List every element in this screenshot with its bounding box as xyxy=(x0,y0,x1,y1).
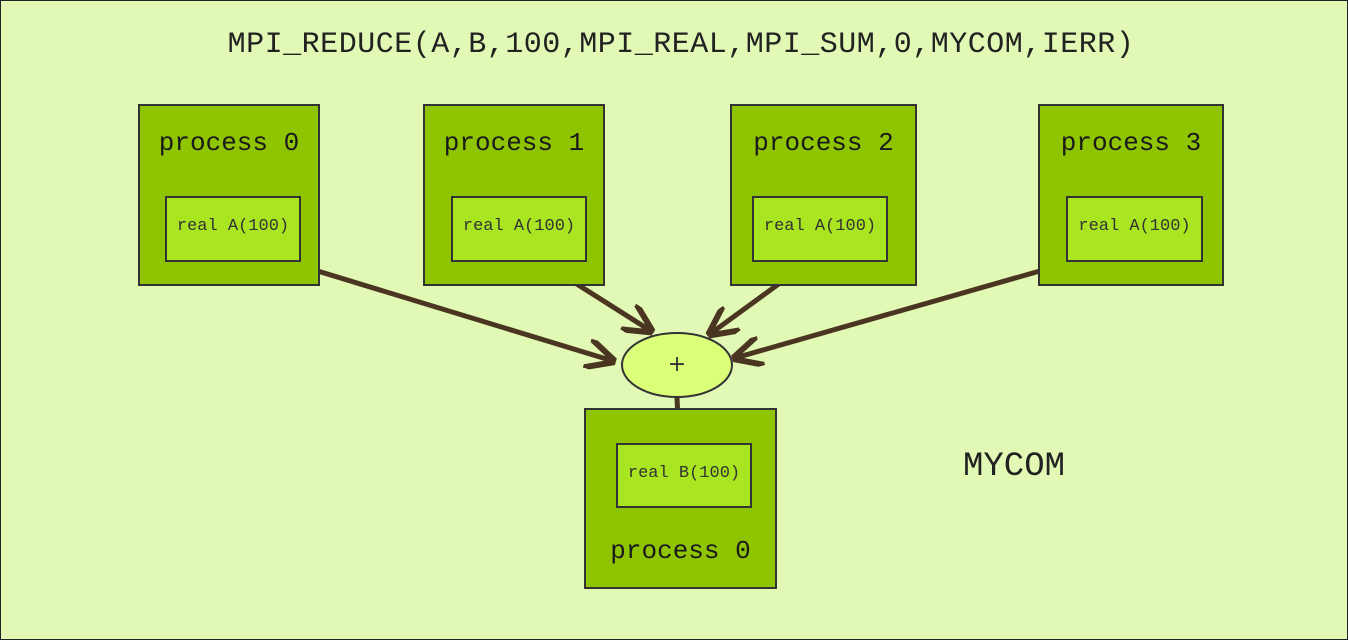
variable-box: real A(100) xyxy=(451,196,587,262)
result-variable-box: real B(100) xyxy=(616,443,752,508)
sender-process-2: process 2 real A(100) xyxy=(730,104,917,286)
variable-box: real A(100) xyxy=(165,196,301,262)
root-process: real B(100) process 0 xyxy=(584,408,777,589)
process-label: process 2 xyxy=(753,128,894,158)
sender-process-3: process 3 real A(100) xyxy=(1038,104,1224,286)
sum-operator-label: + xyxy=(667,352,687,377)
process-label: process 3 xyxy=(1060,128,1202,158)
diagram-title: MPI_REDUCE(A,B,100,MPI_REAL,MPI_SUM,0,MY… xyxy=(227,28,1135,62)
process-label: process 0 xyxy=(158,128,300,158)
communicator-label: MYCOM xyxy=(963,448,1066,486)
process-label: process 0 xyxy=(610,536,751,566)
sum-operator-node xyxy=(621,332,733,398)
variable-box: real A(100) xyxy=(1066,196,1203,262)
process-label: process 1 xyxy=(443,128,585,158)
sender-process-1: process 1 real A(100) xyxy=(423,104,605,286)
sender-process-0: process 0 real A(100) xyxy=(138,104,320,286)
variable-box: real A(100) xyxy=(752,196,888,262)
